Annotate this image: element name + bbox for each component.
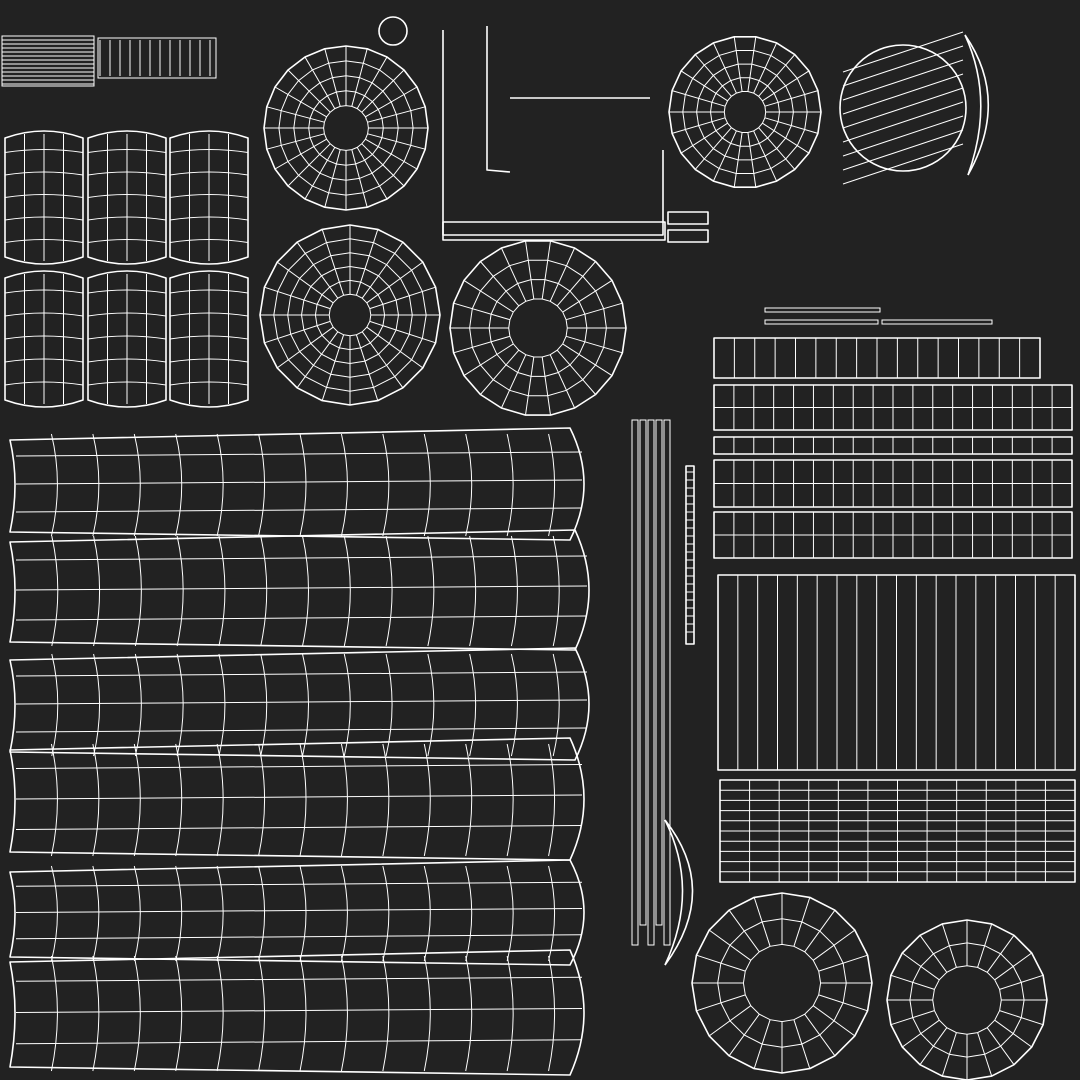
- disc-island-top-disc-b: [668, 35, 822, 188]
- top-left-detail-cluster: [1, 35, 217, 87]
- vertical-thin-strips: [631, 419, 695, 946]
- small-strip-6: [169, 270, 249, 408]
- curved-sliver-top: [964, 34, 990, 176]
- panel-header-line-1: [764, 307, 881, 313]
- small-strip-5: [87, 270, 167, 408]
- disc-island-mid-disc-b: [449, 240, 627, 416]
- large-strip-5: [9, 859, 585, 966]
- large-strip-islands: [9, 427, 590, 1076]
- striped-disc-island: [839, 31, 967, 185]
- large-strip-2: [9, 529, 590, 651]
- grid-panel-2: [713, 384, 1073, 431]
- disc-island-bottom-disc-a: [691, 892, 873, 1074]
- vertical-strip-2: [639, 419, 647, 926]
- grid-panel-7: [719, 779, 1076, 883]
- vertical-strip-short: [685, 465, 695, 645]
- curved-sliver-bottom: [664, 819, 694, 966]
- disc-island-mid-disc-a: [259, 224, 441, 406]
- vertical-strip-3: [647, 419, 655, 946]
- curved-sliver-bottom-inner: [664, 819, 684, 966]
- large-strip-3: [9, 647, 590, 761]
- vertical-strip-4: [655, 419, 663, 926]
- small-ring-island: [378, 16, 408, 46]
- grid-panel-5: [713, 511, 1073, 559]
- curved-sliver-top-inner: [964, 34, 982, 176]
- grid-panel-6: [717, 574, 1076, 771]
- small-strip-2: [87, 130, 167, 265]
- large-strip-1: [9, 427, 585, 541]
- panel-header-line-3: [881, 319, 993, 325]
- small-strip-1: [4, 130, 84, 265]
- grid-panel-4: [713, 459, 1073, 508]
- grid-panel-islands: [713, 307, 1076, 883]
- grid-panel-1: [713, 337, 1041, 379]
- panel-header-line-2: [764, 319, 879, 325]
- vertical-strip-5: [663, 419, 671, 946]
- triangle-detail-cluster: [442, 26, 709, 243]
- disc-island-top-disc-a: [263, 45, 429, 211]
- large-strip-6: [9, 949, 585, 1076]
- disc-islands: [259, 31, 1048, 1080]
- vertical-strip-1: [631, 419, 639, 946]
- small-strip-4: [4, 270, 84, 408]
- disc-island-bottom-disc-b: [886, 919, 1048, 1080]
- small-strip-3: [169, 130, 249, 265]
- grid-panel-3: [713, 436, 1073, 455]
- small-strip-islands: [4, 130, 249, 408]
